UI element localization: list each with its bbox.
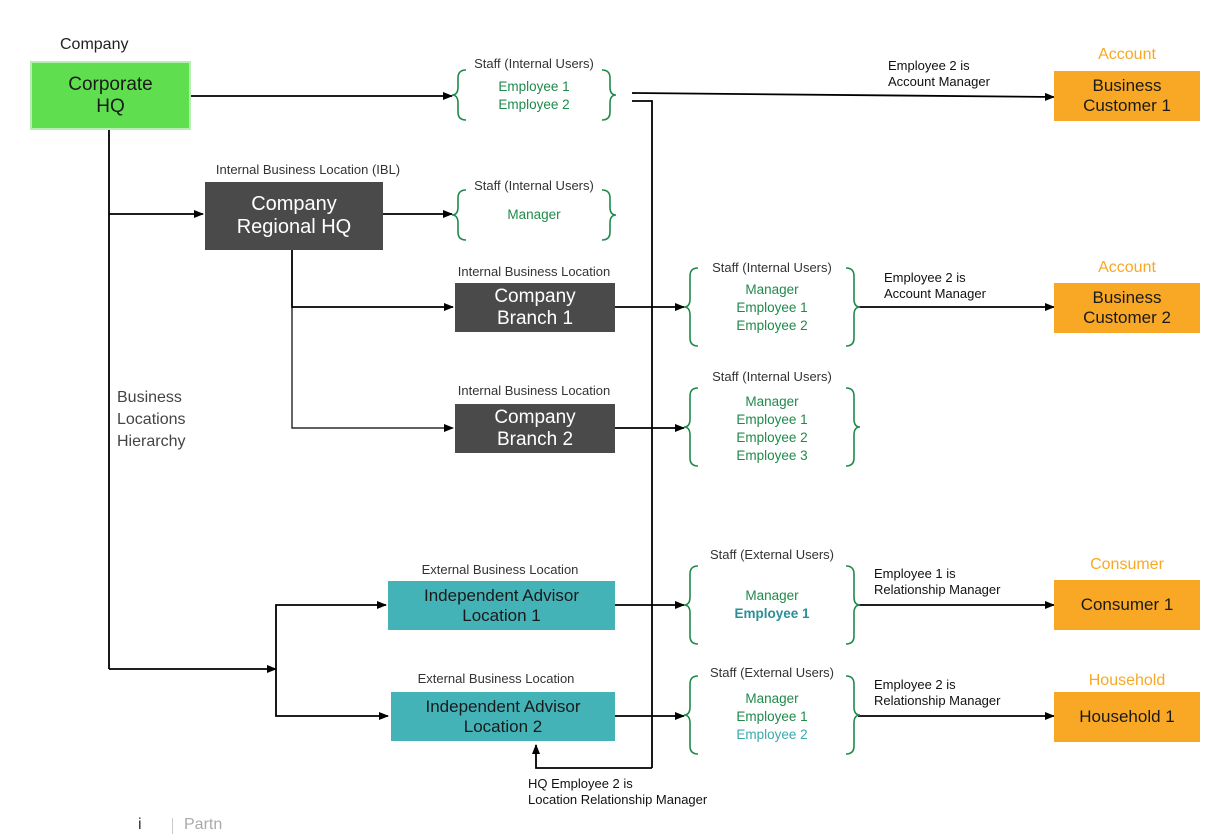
- footer-right-text: Partn: [184, 816, 223, 833]
- branch1-label: Company Branch 1: [494, 285, 576, 329]
- hierarchy-label: Business Locations Hierarchy: [117, 389, 186, 450]
- staff-brace-2-left: [451, 189, 467, 241]
- staff-member: Employee 2: [736, 430, 808, 445]
- staff-member: Manager: [745, 282, 799, 297]
- branch2-node[interactable]: Company Branch 2: [455, 404, 615, 453]
- staff-member: Manager: [745, 691, 799, 706]
- ibl-label: Internal Business Location (IBL): [215, 162, 401, 177]
- staff-list-5: Manager Employee 1: [690, 587, 854, 623]
- advisor2-label: Independent Advisor Location 2: [425, 696, 581, 736]
- staff-title-4: Staff (Internal Users): [712, 369, 832, 384]
- edge-regional-branch1: [291, 250, 454, 311]
- staff-brace-4-left: [683, 387, 699, 467]
- staff-member: Manager: [745, 394, 799, 409]
- customer1-relation: Employee 2 is Account Manager: [888, 58, 990, 90]
- branch1-node[interactable]: Company Branch 1: [455, 283, 615, 332]
- staff-list-2: Manager: [454, 206, 614, 224]
- staff-brace-6-right: [845, 675, 861, 755]
- staff-member: Manager: [507, 207, 561, 222]
- staff-brace-4-right: [845, 387, 861, 467]
- household-node[interactable]: Household 1: [1054, 692, 1200, 742]
- staff-member: Employee 2: [498, 97, 570, 112]
- household-category: Household: [1088, 672, 1166, 689]
- regional-hq-label: Company Regional HQ: [236, 193, 352, 238]
- consumer-label: Consumer 1: [1080, 595, 1174, 615]
- staff-member: Employee 1: [736, 300, 808, 315]
- advisor2-node[interactable]: Independent Advisor Location 2: [391, 692, 615, 741]
- customer2-relation: Employee 2 is Account Manager: [884, 270, 986, 302]
- footer-divider: [172, 818, 173, 834]
- ebl1-label: External Business Location: [421, 562, 579, 577]
- customer1-node[interactable]: Business Customer 1: [1054, 71, 1200, 121]
- customer2-category: Account: [1098, 259, 1156, 276]
- company-label: Company: [60, 36, 129, 53]
- household-label: Household 1: [1079, 707, 1175, 727]
- edge-split-advisor1: [275, 601, 387, 669]
- footer-left-text: i: [138, 816, 142, 833]
- customer1-category: Account: [1098, 46, 1156, 63]
- edge-regional-branch2: [291, 307, 454, 432]
- staff-title-6: Staff (External Users): [709, 665, 835, 680]
- staff-brace-1-left: [451, 69, 467, 121]
- staff-brace-1-right: [601, 69, 617, 121]
- staff-member: Employee 2: [736, 318, 808, 333]
- ibl1-label: Internal Business Location: [457, 264, 611, 279]
- consumer-category: Consumer: [1090, 556, 1164, 573]
- staff-brace-5-left: [683, 565, 699, 645]
- branch2-label: Company Branch 2: [494, 406, 576, 450]
- edge-hq-employee2-advisor2: [532, 744, 652, 769]
- customer1-label: Business Customer 1: [1083, 76, 1171, 115]
- staff-list-3: Manager Employee 1 Employee 2: [690, 281, 854, 335]
- corporate-hq-label: Corporate HQ: [68, 73, 153, 117]
- advisor1-label: Independent Advisor Location 1: [423, 585, 579, 625]
- consumer-relation: Employee 1 is Relationship Manager: [874, 566, 1001, 598]
- staff-member: Employee 1: [736, 412, 808, 427]
- regional-hq-node[interactable]: Company Regional HQ: [205, 182, 383, 250]
- staff-title-3: Staff (Internal Users): [712, 260, 832, 275]
- staff-member: Employee 3: [736, 448, 808, 463]
- staff-brace-3-left: [683, 267, 699, 347]
- staff-member: Employee 1: [736, 709, 808, 724]
- staff-member: Employee 2: [736, 727, 808, 742]
- staff-member: Employee 1: [734, 606, 810, 621]
- edge-split-advisor2: [275, 669, 389, 720]
- staff-member: Employee 1: [498, 79, 570, 94]
- customer2-label: Business Customer 2: [1083, 288, 1171, 327]
- ibl2-label: Internal Business Location: [457, 383, 611, 398]
- edge-staff1-customer1: [631, 92, 1055, 101]
- staff-brace-3-right: [845, 267, 861, 347]
- edge-hq-employee2-vertical: [632, 100, 653, 768]
- staff-title-1: Staff (Internal Users): [474, 56, 594, 71]
- consumer-node[interactable]: Consumer 1: [1054, 580, 1200, 630]
- staff-brace-6-left: [683, 675, 699, 755]
- corporate-hq-node[interactable]: Corporate HQ: [30, 61, 191, 130]
- staff-list-4: Manager Employee 1 Employee 2 Employee 3: [690, 393, 854, 465]
- hq-employee-note: HQ Employee 2 is Location Relationship M…: [528, 776, 708, 808]
- staff-list-1: Employee 1 Employee 2: [454, 78, 614, 114]
- staff-member: Manager: [745, 588, 799, 603]
- staff-list-6: Manager Employee 1 Employee 2: [690, 690, 854, 744]
- advisor1-node[interactable]: Independent Advisor Location 1: [388, 581, 615, 630]
- ebl2-label: External Business Location: [417, 671, 575, 686]
- staff-brace-5-right: [845, 565, 861, 645]
- staff-brace-2-right: [601, 189, 617, 241]
- household-relation: Employee 2 is Relationship Manager: [874, 677, 1001, 709]
- staff-title-2: Staff (Internal Users): [474, 178, 594, 193]
- customer2-node[interactable]: Business Customer 2: [1054, 283, 1200, 333]
- staff-title-5: Staff (External Users): [709, 547, 835, 562]
